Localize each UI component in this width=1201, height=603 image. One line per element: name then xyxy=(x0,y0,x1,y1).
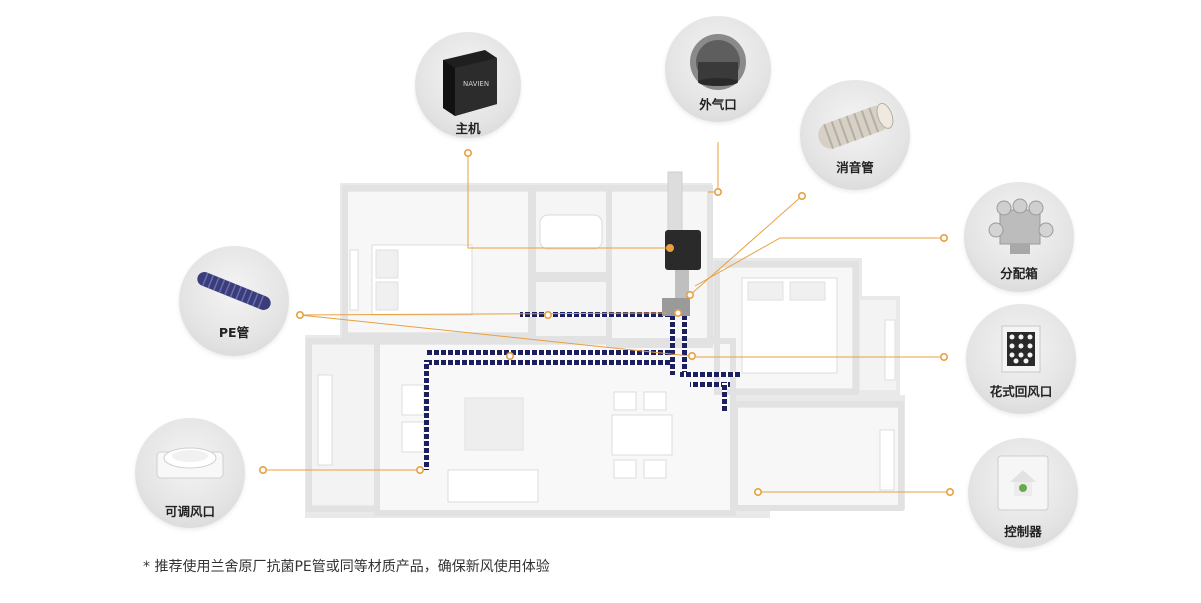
return-vent-bubble: 花式回风口 xyxy=(966,304,1076,414)
outdoor-vent-bubble: 外气口 xyxy=(665,16,771,122)
controller-icon xyxy=(997,455,1049,511)
adjustable-vent-label: 可调风口 xyxy=(164,504,216,519)
distributor-bubble: 分配箱 xyxy=(964,182,1074,292)
study-room xyxy=(738,408,898,505)
rug xyxy=(464,397,524,451)
return-vent-label: 花式回风口 xyxy=(989,384,1053,399)
utility-room xyxy=(536,282,606,337)
outdoor-vent-icon xyxy=(690,34,746,90)
host-label: 主机 xyxy=(455,121,481,136)
host-unit-on-plan xyxy=(662,230,701,316)
distributor-label: 分配箱 xyxy=(1000,266,1038,281)
pe-pipe-icon xyxy=(197,272,271,310)
outdoor-vent-label: 外气口 xyxy=(699,97,737,112)
pe-pipe-bubble: PE管 xyxy=(179,246,289,356)
sofa xyxy=(447,469,539,503)
controller-label: 控制器 xyxy=(1004,524,1042,539)
muffler-label: 消音管 xyxy=(836,160,874,175)
pe-ducts xyxy=(424,300,740,470)
dining-table xyxy=(611,414,673,456)
leader-lines xyxy=(263,142,950,493)
adjustable-vent-bubble: 可调风口 xyxy=(135,418,245,528)
footnote: * 推荐使用兰舍原厂抗菌PE管或同等材质产品，确保新风使用体验 xyxy=(143,559,550,575)
leader-dots xyxy=(258,149,954,496)
adjustable-vent-icon xyxy=(156,447,224,479)
host-unit-icon: NAVIEN xyxy=(443,50,497,116)
return-vent-icon xyxy=(1001,325,1041,373)
distributor-icon xyxy=(988,198,1054,254)
host-bubble: NAVIEN 主机 xyxy=(415,32,521,138)
floor-plan xyxy=(305,171,905,518)
living-room xyxy=(380,345,730,510)
muffler-icon xyxy=(818,102,894,149)
pe-pipe-label: PE管 xyxy=(218,325,250,340)
muffler-bubble: 消音管 xyxy=(800,80,910,190)
outdoor-riser xyxy=(667,171,683,233)
host-brand-text: NAVIEN xyxy=(463,80,489,88)
controller-bubble: 控制器 xyxy=(968,438,1078,548)
bathtub xyxy=(539,214,603,250)
